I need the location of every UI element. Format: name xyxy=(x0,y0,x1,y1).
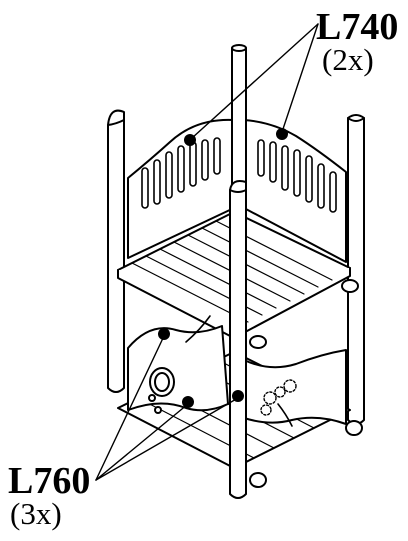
leader-lines xyxy=(95,23,319,481)
leader-l760-a xyxy=(95,335,165,481)
lower-panel-right xyxy=(243,349,347,427)
callout-bottom-quantity: (3x) xyxy=(10,496,62,531)
fastener-l760-b xyxy=(182,396,194,408)
upper-deck-planks xyxy=(131,220,333,323)
leader-l760-c xyxy=(95,397,239,481)
post-front xyxy=(229,180,247,499)
callout-top-quantity: (2x) xyxy=(322,42,374,77)
panel-slots-right xyxy=(257,139,337,213)
flower-cutout xyxy=(260,379,297,416)
upper-panel-right xyxy=(243,119,347,263)
lower-panel-left xyxy=(127,315,229,414)
fastener-l740-b xyxy=(276,128,288,140)
callout-bottom-code: L760 xyxy=(8,460,91,502)
leader-l760-b xyxy=(95,403,189,481)
leader-l740-a xyxy=(191,23,319,139)
callout-top-code: L740 xyxy=(316,6,399,48)
fastener-l760-a xyxy=(158,328,170,340)
post-back-left xyxy=(107,109,125,393)
leader-l740-b xyxy=(281,23,319,133)
